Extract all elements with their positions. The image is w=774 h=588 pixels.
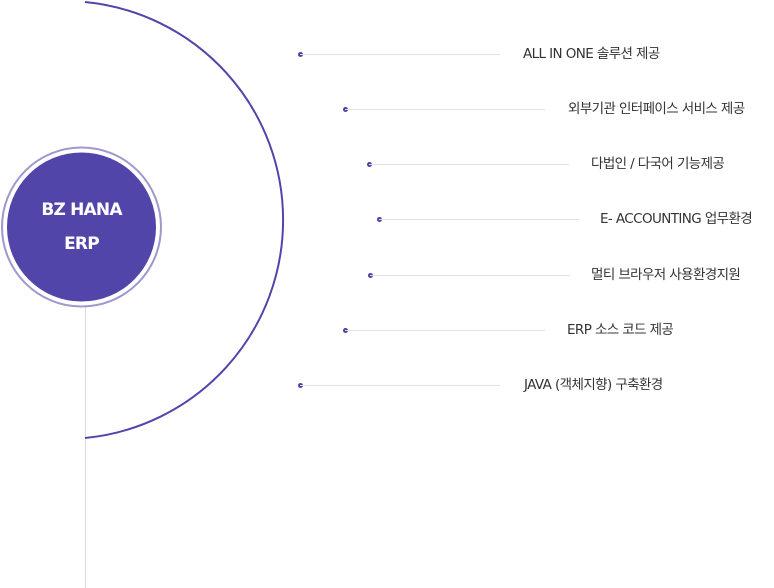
connector-line — [345, 108, 545, 110]
feature-label: E- ACCOUNTING 업무환경 — [600, 211, 753, 227]
connector-line — [300, 53, 500, 55]
connector-line — [369, 163, 569, 165]
feature-label: 멀티 브라우저 사용환경지원 — [591, 267, 741, 283]
feature-label: 외부기관 인터페이스 서비스 제공 — [568, 101, 745, 117]
feature-label: 다법인 / 다국어 기능제공 — [591, 156, 725, 172]
center-title-line-2: ERP — [64, 233, 100, 254]
center-title-line-1: BZ HANA — [41, 199, 122, 220]
feature-label: ALL IN ONE 솔루션 제공 — [523, 46, 660, 62]
connector-line — [379, 218, 579, 220]
connector-line — [345, 329, 545, 331]
outer-arc — [84, 1, 285, 439]
center-circle — [7, 152, 156, 302]
feature-label: ERP 소스 코드 제공 — [567, 322, 674, 338]
center-title: BZ HANA ERP — [7, 152, 156, 301]
feature-label: JAVA (객체지향) 구축환경 — [524, 377, 663, 393]
connector-line — [300, 384, 500, 386]
connector-line — [370, 274, 570, 276]
